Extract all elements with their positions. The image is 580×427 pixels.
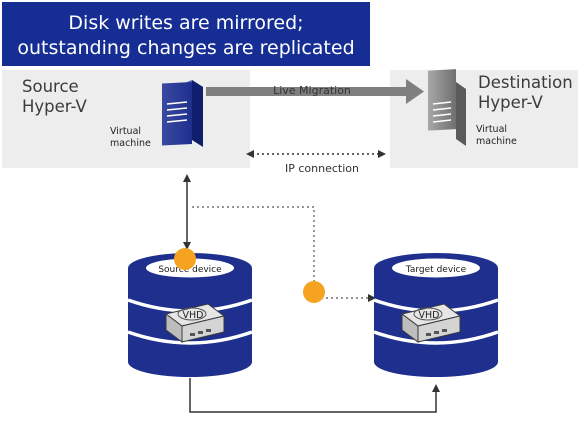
target-device-disk <box>373 253 499 377</box>
source-host-title-line-1: Source <box>22 77 79 96</box>
source-device-disk <box>127 253 253 377</box>
source-server-icon <box>162 80 203 147</box>
write-dot-replication <box>303 281 325 303</box>
target-vhd-icon <box>400 303 462 343</box>
title-banner <box>2 2 370 66</box>
source-device-label: Source device <box>158 265 222 275</box>
banner-line-2: outstanding changes are replicated <box>17 37 354 59</box>
destination-host-panel <box>390 70 578 168</box>
source-host-title-line-2: Hyper-V <box>22 97 88 116</box>
source-vhd-label: VHD <box>183 310 204 321</box>
write-dot-source <box>174 248 196 270</box>
live-migration-arrow <box>206 79 424 104</box>
source-vm-label-line-2: machine <box>110 138 151 149</box>
live-migration-label: Live Migration <box>273 84 351 97</box>
destination-host-title-line-2: Hyper-V <box>478 93 544 112</box>
destination-host-title-line-1: Destination <box>478 73 573 92</box>
target-vhd-label: VHD <box>419 310 440 321</box>
destination-server-icon <box>428 69 466 146</box>
destination-vm-label-line-2: machine <box>476 136 517 147</box>
target-device-label: Target device <box>405 265 467 275</box>
ip-connection-label: IP connection <box>285 162 359 175</box>
source-host-panel <box>2 70 250 168</box>
replication-path <box>192 206 376 302</box>
banner-line-1: Disk writes are mirrored; <box>68 12 303 34</box>
source-vm-label-line-1: Virtual <box>110 126 141 137</box>
mirror-path <box>189 378 440 413</box>
source-vhd-icon <box>164 303 226 343</box>
destination-vm-label-line-1: Virtual <box>476 124 507 135</box>
